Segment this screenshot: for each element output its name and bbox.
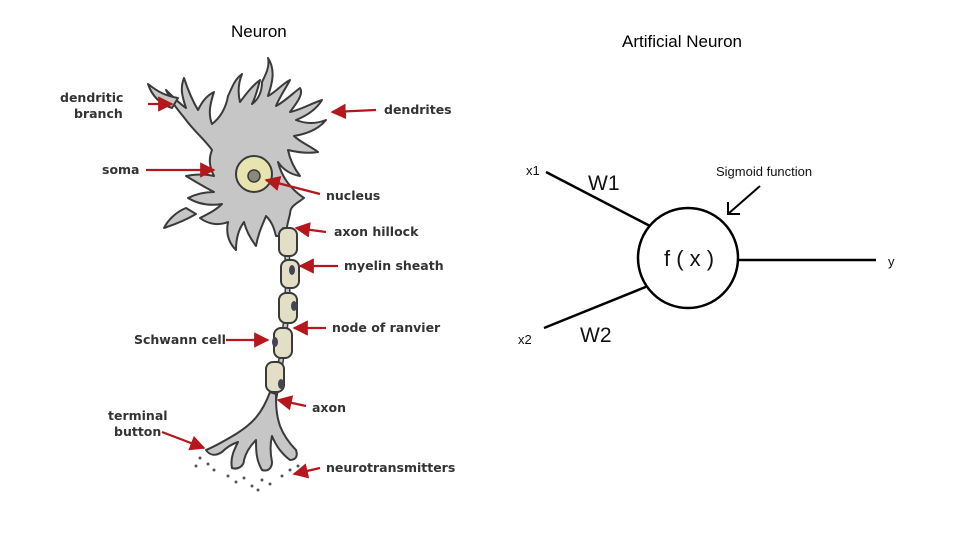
output-y-label: y <box>888 254 895 269</box>
artificial-neuron-title: Artificial Neuron <box>622 32 742 51</box>
neuron-arrows <box>146 96 377 479</box>
schwann-nucleus-1 <box>291 301 297 311</box>
nucleolus-shape <box>247 169 261 183</box>
input-line-1 <box>545 170 651 228</box>
axon-terminal <box>205 391 298 472</box>
input-x1-label: x1 <box>526 163 540 178</box>
weight-w2-label: W2 <box>580 324 612 347</box>
sigmoid-function-label: Sigmoid function <box>716 164 812 179</box>
neurotransmitter-dots <box>194 456 300 492</box>
weight-w1-label: W1 <box>588 172 620 195</box>
arrow-axon-hillock <box>294 222 327 238</box>
neuron-illustration <box>147 57 327 492</box>
label-axon-hillock: axon hillock <box>334 224 419 239</box>
label-dendritic-branch-line2: branch <box>74 106 123 121</box>
label-dendrites: dendrites <box>384 102 452 117</box>
arrow-dendrites <box>330 103 377 120</box>
arrow-axon <box>276 395 307 411</box>
label-terminal-button-line2: button <box>114 424 161 439</box>
arrow-terminal-button <box>161 430 206 451</box>
label-node-of-ranvier: node of ranvier <box>332 320 441 335</box>
label-terminal-button-line1: terminal <box>108 408 168 423</box>
schwann-nucleus-4 <box>278 379 284 389</box>
sigmoid-arrow-head <box>727 202 740 215</box>
schwann-nucleus-2 <box>272 337 278 347</box>
myelin-segment-3 <box>278 292 298 324</box>
arrow-nucleus <box>264 176 321 196</box>
label-nucleus: nucleus <box>326 188 380 203</box>
label-neurotransmitters: neurotransmitters <box>326 460 455 475</box>
label-dendritic-branch-line1: dendritic <box>60 90 123 105</box>
label-soma: soma <box>102 162 140 177</box>
label-axon: axon <box>312 400 346 415</box>
input-line-2 <box>543 284 649 330</box>
neuron-node <box>636 206 740 310</box>
sigmoid-arrow-shaft <box>727 185 761 215</box>
label-schwann-cell: Schwann cell <box>134 332 226 347</box>
label-myelin-sheath: myelin sheath <box>344 258 444 273</box>
myelin-segment-2 <box>280 259 300 289</box>
input-x2-label: x2 <box>518 332 532 347</box>
myelin-segment-1 <box>278 227 298 257</box>
schwann-nucleus-3 <box>289 265 295 275</box>
dendrite-branch-bottom-left <box>163 207 197 229</box>
artificial-neuron <box>543 170 876 330</box>
neuron-title: Neuron <box>231 22 287 41</box>
activation-function-label: f ( x ) <box>664 246 714 271</box>
arrow-neurotransmitters <box>292 463 321 479</box>
soma-body <box>165 57 327 251</box>
